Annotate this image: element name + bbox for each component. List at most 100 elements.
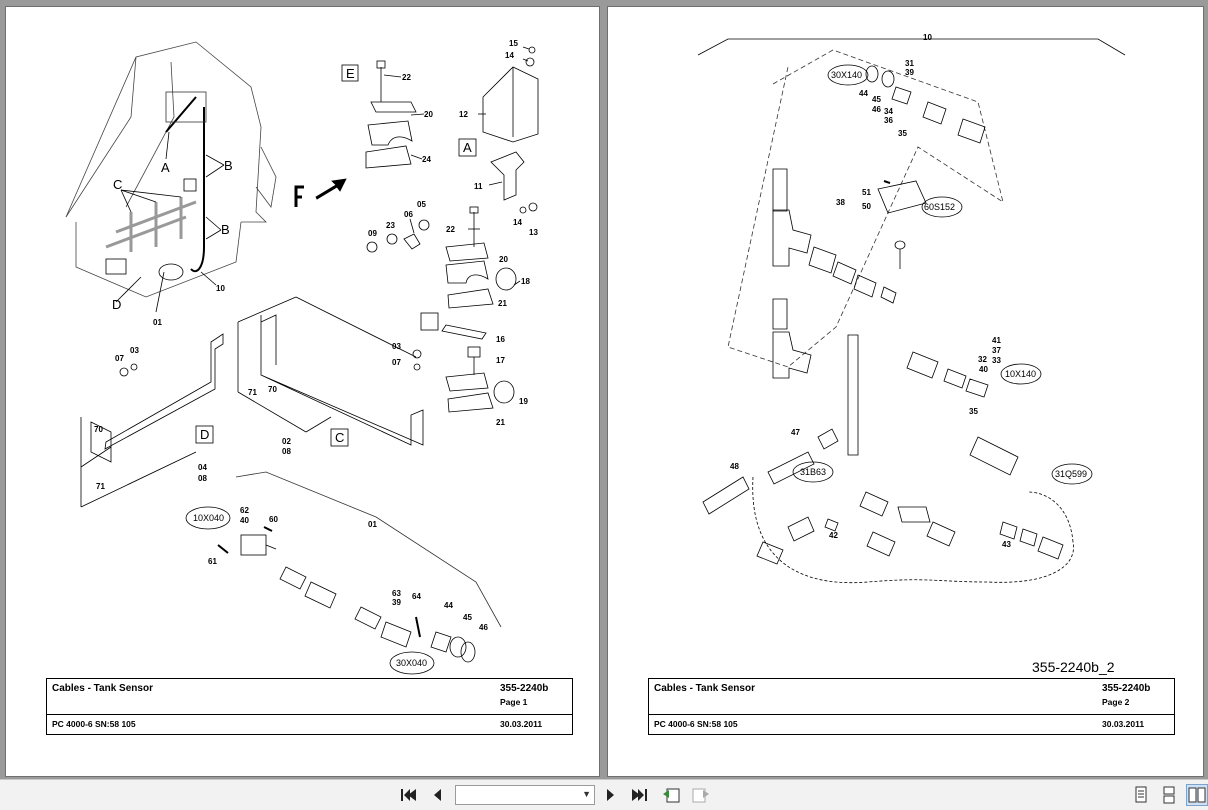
oval-label-10x040: 10X040 — [193, 513, 224, 523]
callout: 37 — [992, 346, 1001, 355]
last-page-icon — [632, 789, 647, 801]
drawing-date: 30.03.2011 — [500, 719, 543, 729]
two-page-icon — [1188, 787, 1206, 803]
callout: 16 — [496, 335, 505, 344]
callout: 14 — [513, 218, 522, 227]
callout: 31 — [905, 59, 914, 68]
callout: 45 — [463, 613, 472, 622]
continuous-page-icon — [1163, 786, 1175, 804]
callout: 64 — [412, 592, 421, 601]
document-page-1: C A B B D E A D C 22 20 24 15 14 12 11 1… — [5, 6, 600, 777]
drawing-id: 355-2240b_2 — [1032, 659, 1115, 675]
callout: 44 — [859, 89, 868, 98]
part-number: 355-2240b — [1102, 683, 1151, 694]
callout: 44 — [444, 601, 453, 610]
callout: 19 — [519, 397, 528, 406]
callout: 18 — [521, 277, 530, 286]
callout: 39 — [905, 68, 914, 77]
oval-label-30x140: 30X140 — [831, 70, 862, 80]
callout: 13 — [529, 228, 538, 237]
boxed-letter-d: D — [200, 427, 209, 442]
two-page-view-button[interactable] — [1186, 784, 1208, 806]
first-page-icon — [401, 789, 416, 801]
first-page-button[interactable] — [398, 784, 420, 806]
callout: 71 — [248, 388, 257, 397]
callout: 46 — [872, 105, 881, 114]
callout: 03 — [392, 342, 401, 351]
single-page-icon — [1135, 786, 1147, 803]
callout: 38 — [836, 198, 845, 207]
part-number: 355-2240b — [500, 683, 549, 694]
drawing-title: Cables - Tank Sensor — [52, 683, 153, 694]
callout: 21 — [496, 418, 505, 427]
callout: 21 — [498, 299, 507, 308]
callout: 34 — [884, 107, 893, 116]
page-label: Page 1 — [500, 697, 528, 707]
callout: 20 — [499, 255, 508, 264]
callout: 40 — [979, 365, 988, 374]
model-serial: PC 4000-6 SN:58 105 — [52, 719, 136, 729]
callout: 14 — [505, 51, 514, 60]
view-letter-d: D — [112, 297, 121, 312]
callout: 17 — [496, 356, 505, 365]
oval-label-10x140: 10X140 — [1005, 369, 1036, 379]
single-page-view-button[interactable] — [1130, 784, 1152, 806]
oval-10x040-shape — [185, 506, 231, 530]
oval-label-31q599: 31Q599 — [1055, 469, 1087, 479]
go-back-view-button[interactable] — [660, 784, 682, 806]
callout: 63 — [392, 589, 401, 598]
callout: 01 — [153, 318, 162, 327]
callout: 51 — [862, 188, 871, 197]
callout: 10 — [216, 284, 225, 293]
callout: 70 — [94, 425, 103, 434]
oval-label-60s152: 60S152 — [924, 202, 955, 212]
oval-60s152-shape — [921, 196, 963, 218]
view-letter-c: C — [113, 177, 122, 192]
continuous-view-button[interactable] — [1158, 784, 1180, 806]
page-select[interactable]: ▼ — [455, 785, 595, 805]
callout: 02 — [282, 437, 291, 446]
oval-label-30x040: 30X040 — [396, 658, 427, 668]
oval-30x040-shape — [389, 651, 435, 675]
callout: 09 — [368, 229, 377, 238]
callout: 71 — [96, 482, 105, 491]
callout: 32 — [978, 355, 987, 364]
callout: 48 — [730, 462, 739, 471]
callout: 60 — [269, 515, 278, 524]
document-page-2: 10 31 39 44 45 46 34 36 35 51 50 38 41 3… — [607, 6, 1204, 777]
next-page-icon — [607, 789, 614, 801]
oval-30x140-shape — [827, 64, 869, 86]
callout: 46 — [479, 623, 488, 632]
oval-10x140-shape — [1000, 363, 1042, 385]
callout: 06 — [404, 210, 413, 219]
callout: 24 — [422, 155, 431, 164]
exploded-diagram-page-2: 10 31 39 44 45 46 34 36 35 51 50 38 41 3… — [697, 33, 1126, 584]
last-page-button[interactable] — [628, 784, 650, 806]
callout: 07 — [392, 358, 401, 367]
callout: 45 — [872, 95, 881, 104]
chevron-down-icon: ▼ — [582, 789, 591, 799]
forward-view-icon — [692, 788, 709, 803]
exploded-diagram-page-1: C A B B D E A D C 22 20 24 15 14 12 11 1… — [65, 39, 538, 675]
callout: 50 — [862, 202, 871, 211]
callout: 22 — [446, 225, 455, 234]
callout: 03 — [130, 346, 139, 355]
callout: 36 — [884, 116, 893, 125]
next-page-button[interactable] — [600, 784, 622, 806]
callout: 08 — [198, 474, 207, 483]
callout: 23 — [386, 221, 395, 230]
callout: 42 — [829, 531, 838, 540]
previous-page-icon — [434, 789, 441, 801]
page-label: Page 2 — [1102, 697, 1130, 707]
callout: 08 — [282, 447, 291, 456]
callout: 35 — [898, 129, 907, 138]
view-letter-a: A — [161, 160, 170, 175]
callout: 10 — [923, 33, 932, 42]
callout: 62 — [240, 506, 249, 515]
go-forward-view-button[interactable] — [690, 784, 712, 806]
drawing-date: 30.03.2011 — [1102, 719, 1145, 729]
callout: 41 — [992, 336, 1001, 345]
oval-label-31b63: 31B63 — [800, 467, 826, 477]
back-view-icon — [663, 788, 680, 803]
previous-page-button[interactable] — [426, 784, 448, 806]
